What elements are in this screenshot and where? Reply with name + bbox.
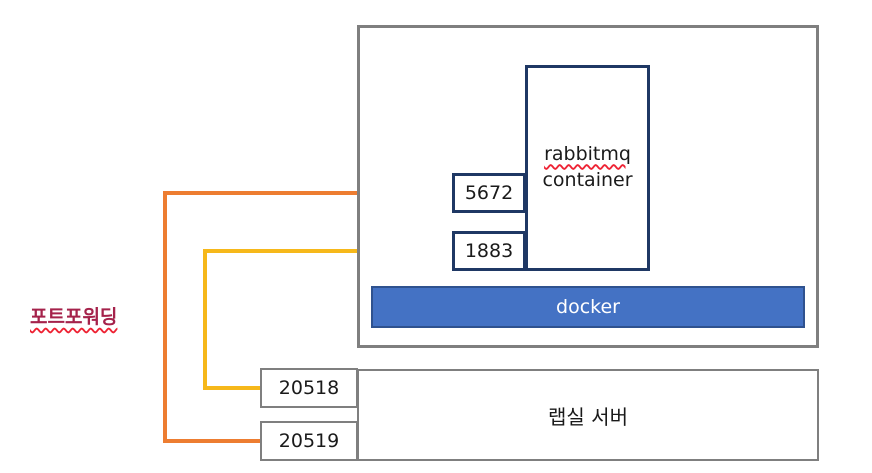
host-port-20519: 20519 <box>260 421 358 461</box>
container-port-1883: 1883 <box>452 231 526 271</box>
container-port-5672: 5672 <box>452 173 526 213</box>
container-label: container <box>542 169 633 191</box>
lab-server-box: 랩실 서버 <box>357 369 819 461</box>
orange-forward-line <box>163 191 452 443</box>
rabbitmq-label: rabbitmq <box>544 143 631 166</box>
port-forwarding-label: 포트포워딩 <box>30 306 118 328</box>
host-port-20518: 20518 <box>260 368 358 408</box>
rabbitmq-container-box: rabbitmq container <box>525 65 650 271</box>
yellow-forward-line <box>203 249 452 390</box>
docker-bar: docker <box>371 286 805 328</box>
